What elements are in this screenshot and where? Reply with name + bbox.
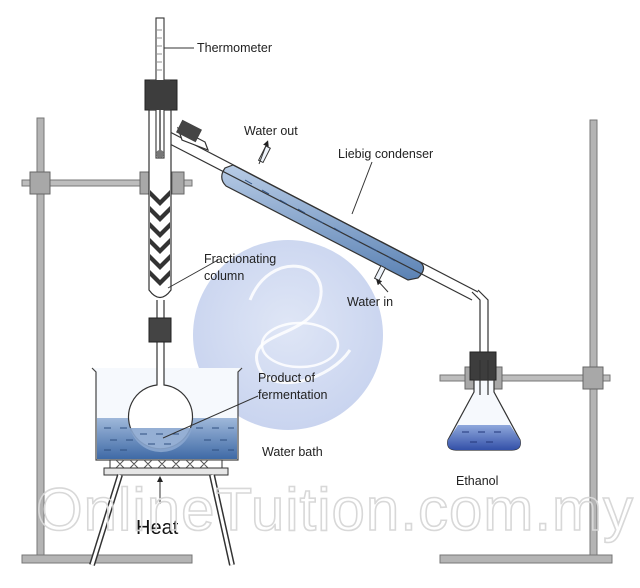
label-water-out: Water out [244,124,298,138]
watermark-globe [193,240,383,430]
leader-lines [157,47,389,504]
conical-flask [447,351,521,451]
label-fractionating-line2: column [204,269,244,283]
label-water-bath: Water bath [262,445,323,459]
label-liebig-condenser: Liebig condenser [338,147,433,161]
label-water-in: Water in [347,295,393,309]
label-heat: Heat [136,517,179,539]
label-thermometer: Thermometer [197,41,272,55]
watermark-text: OnlineTuition.com.my [36,476,634,543]
label-fractionating-line1: Fractionating [204,252,276,266]
label-product-line2: fermentation [258,388,328,402]
label-product-line1: Product of [258,371,316,385]
liebig-condenser [165,119,489,360]
water-bath [89,360,243,566]
label-ethanol: Ethanol [456,474,498,488]
thermometer [150,17,170,159]
